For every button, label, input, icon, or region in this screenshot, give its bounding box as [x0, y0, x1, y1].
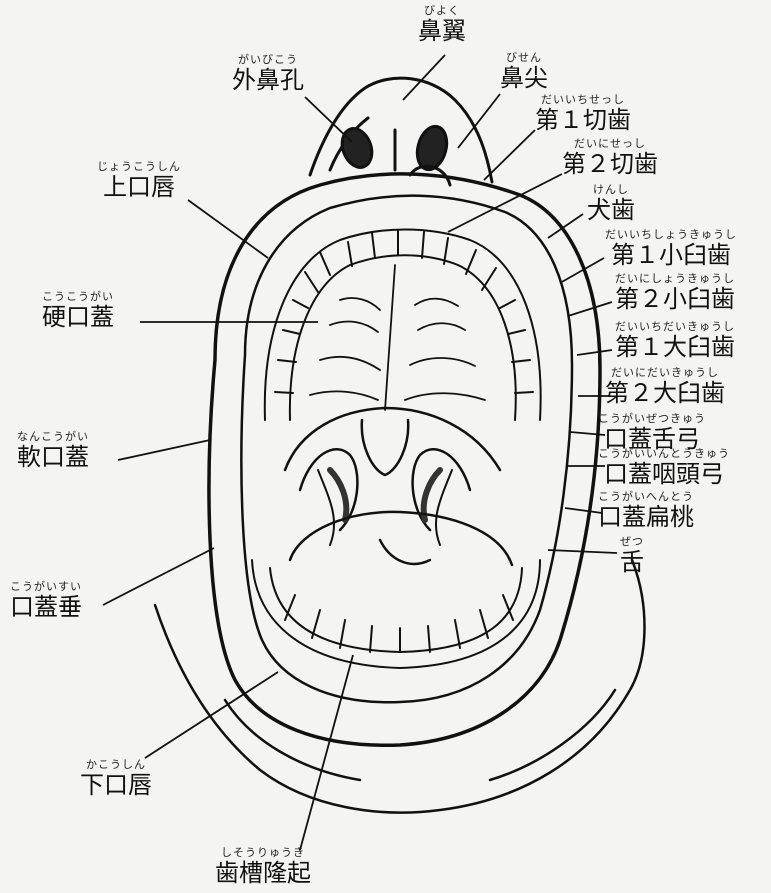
ruby: ぜつ [620, 535, 644, 548]
term: 犬歯 [587, 196, 635, 224]
label-bisen: びせん 鼻尖 [500, 51, 548, 92]
term: 第２小臼歯 [615, 285, 735, 313]
ruby: びせん [500, 51, 548, 64]
ruby: かこうしん [80, 758, 152, 771]
term: 口蓋咽頭弓 [598, 460, 730, 488]
term: 第１切歯 [535, 106, 631, 134]
term: 口蓋垂 [10, 593, 82, 621]
term: 軟口蓋 [17, 443, 89, 471]
label-dai2-sesshi: だいにせっし 第２切歯 [562, 137, 658, 178]
label-kenshi: けんし 犬歯 [587, 183, 635, 224]
nose-drawing [310, 78, 492, 185]
term: 口蓋扁桃 [598, 503, 694, 531]
hard-palate [310, 265, 485, 410]
label-zetsu: ぜつ 舌 [620, 535, 644, 576]
upper-teeth [265, 230, 541, 421]
term: 硬口蓋 [42, 303, 114, 331]
ruby: だいいちせっし [535, 93, 631, 106]
ruby: だいいちだいきゅうし [615, 320, 735, 333]
label-kougaiintoukyuu: こうがいいんとうきゅう 口蓋咽頭弓 [598, 447, 730, 488]
term: 第１小臼歯 [605, 241, 737, 269]
ruby: こうがいいんとうきゅう [598, 447, 730, 460]
ruby: びよく [418, 4, 466, 17]
label-kougaisui: こうがいすい 口蓋垂 [10, 580, 82, 621]
label-dai2-daikyuushi: だいにだいきゅうし 第２大臼歯 [605, 366, 725, 407]
ruby: じょうこうしん [97, 160, 181, 173]
ruby: こうこうがい [42, 290, 114, 303]
ruby: こうがいすい [10, 580, 82, 593]
label-dai1-sesshi: だいいちせっし 第１切歯 [535, 93, 631, 134]
label-dai2-shoukyuushi: だいにしょうきゅうし 第２小臼歯 [615, 272, 735, 313]
label-joukoushin: じょうこうしん 上口唇 [97, 160, 181, 201]
term: 舌 [620, 548, 644, 576]
term: 第２大臼歯 [605, 379, 725, 407]
term: 鼻尖 [500, 64, 548, 92]
ruby: なんこうがい [17, 430, 89, 443]
ruby: だいいちしょうきゅうし [605, 228, 737, 241]
ruby: こうがいぜつきゅう [598, 412, 706, 425]
ruby: こうがいへんとう [598, 490, 694, 503]
term: 鼻翼 [418, 17, 466, 45]
ruby: けんし [587, 183, 635, 196]
term: 歯槽隆起 [215, 859, 311, 887]
ruby: だいにだいきゅうし [605, 366, 725, 379]
ruby: しそうりゅうき [215, 846, 311, 859]
term: 下口唇 [80, 771, 152, 799]
ruby: だいにせっし [562, 137, 658, 150]
lip-outline [209, 174, 600, 745]
label-biyoku: びよく 鼻翼 [418, 4, 466, 45]
label-kougaihentou: こうがいへんとう 口蓋扁桃 [598, 490, 694, 531]
tongue-drawing [290, 512, 512, 565]
term: 外鼻孔 [232, 66, 304, 94]
ruby: だいにしょうきゅうし [615, 272, 735, 285]
term: 第２切歯 [562, 150, 658, 178]
ruby: がいびこう [232, 53, 304, 66]
term: 上口唇 [97, 173, 181, 201]
label-nankougai: なんこうがい 軟口蓋 [17, 430, 89, 471]
label-shisouryuuki: しそうりゅうき 歯槽隆起 [215, 846, 311, 887]
label-koukougai: こうこうがい 硬口蓋 [42, 290, 114, 331]
label-dai1-shoukyuushi: だいいちしょうきゅうし 第１小臼歯 [605, 228, 737, 269]
label-dai1-daikyuushi: だいいちだいきゅうし 第１大臼歯 [615, 320, 735, 361]
lower-teeth [252, 560, 540, 668]
label-gaibikou: がいびこう 外鼻孔 [232, 53, 304, 94]
label-kakoushin: かこうしん 下口唇 [80, 758, 152, 799]
term: 第１大臼歯 [615, 333, 735, 361]
